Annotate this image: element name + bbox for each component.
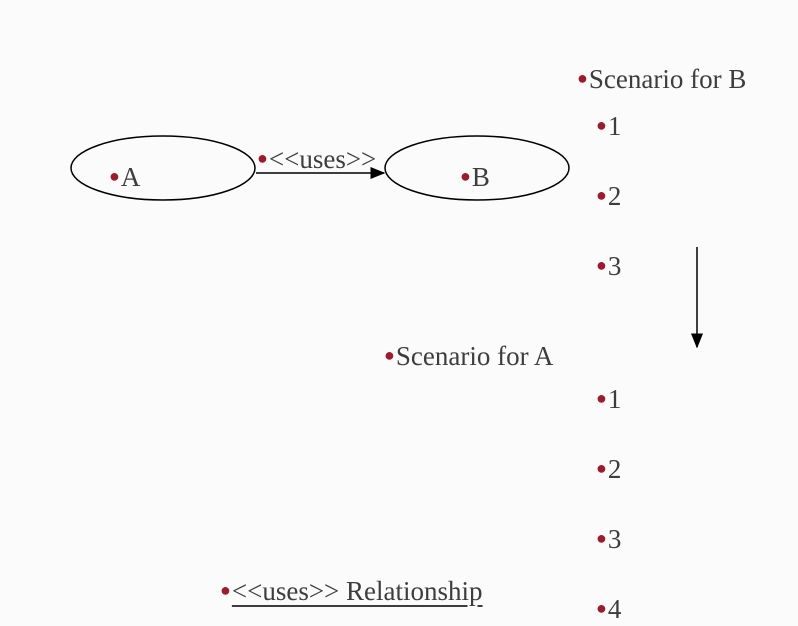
bullet-icon: ● [257,148,268,168]
scenario-b-step: ●1 [596,110,621,141]
bullet-icon: ● [460,166,471,186]
edge-label-text: <<uses>> [268,144,377,174]
step-text: 3 [607,524,622,554]
edge-label: ●<<uses>> [257,143,376,174]
scenario-b-heading-text: Scenario for B [588,64,747,94]
step-text: 2 [607,454,622,484]
scenario-a-step: ●2 [596,453,621,484]
bullet-icon: ● [596,185,607,205]
bullet-icon: ● [596,528,607,548]
scenario-b-step: ●2 [596,180,621,211]
bullet-icon: ● [384,345,395,365]
node-b-label: ●B [460,161,490,192]
scenario-a-step: ●3 [596,523,621,554]
step-text: 3 [607,251,622,281]
step-text: 1 [607,384,622,414]
step-text: 2 [607,181,622,211]
bullet-icon: ● [596,458,607,478]
scenario-a-heading: ●Scenario for A [384,340,553,371]
scenario-a-step: ●4 [596,593,621,624]
node-a-label: ●A [109,161,140,192]
node-b-text: B [471,162,490,192]
step-text: 1 [607,111,622,141]
bullet-icon: ● [596,115,607,135]
scenario-a-heading-text: Scenario for A [395,341,554,371]
use-case-a-ellipse [70,135,256,201]
slide-title-text: <<uses>> Relationship [231,576,483,606]
bullet-icon: ● [596,255,607,275]
scenario-b-heading: ●Scenario for B [577,63,746,94]
slide-title: ●<<uses>> Relationship [220,575,483,606]
step-text: 4 [607,594,622,624]
bullet-icon: ● [596,598,607,618]
bullet-icon: ● [109,166,120,186]
node-a-text: A [120,162,141,192]
scenario-b-step: ●3 [596,250,621,281]
bullet-icon: ● [577,68,588,88]
bullet-icon: ● [596,388,607,408]
bullet-icon: ● [220,580,231,600]
scenario-a-step: ●1 [596,383,621,414]
